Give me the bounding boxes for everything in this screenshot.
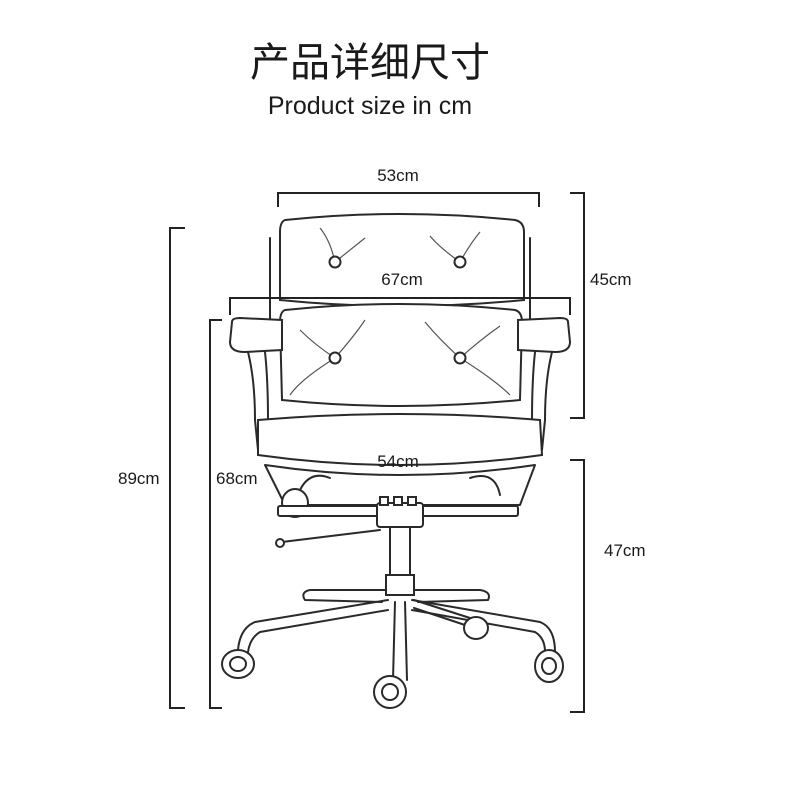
label-total-height: 89cm [118,469,160,488]
chair-base [237,589,556,681]
title-english: Product size in cm [268,92,472,120]
armrest-width-bracket [229,297,571,315]
label-width-top: 53cm [377,166,419,185]
button-upper-left [328,255,342,269]
mechanism-block [376,502,424,528]
label-armrest-width: 67cm [381,270,423,289]
label-seat-side-height: 68cm [216,469,258,488]
title-chinese: 产品详细尺寸 [250,40,490,86]
button-lower-right [453,351,467,365]
upper-back-cushion [279,213,525,307]
seat-height-bracket [570,459,585,713]
total-height-bracket [169,227,185,709]
button-upper-right [453,255,467,269]
label-backrest-height: 45cm [590,270,632,289]
caster-front [373,675,407,709]
seat-cushion [257,413,544,466]
caster-right [534,649,564,683]
label-seat-height: 47cm [604,541,646,560]
caster-back [463,616,489,640]
armrest-left [228,316,283,354]
backrest-height-bracket [570,192,585,419]
label-seat-width: 54cm [377,452,419,471]
caster-left [221,649,255,679]
height-lever [281,529,381,543]
lower-back-cushion [278,303,524,407]
button-lower-left [328,351,342,365]
seat-side-height-bracket [209,319,222,709]
chair-illustration [221,213,572,709]
gas-cylinder [389,526,411,578]
armrest-right [517,316,572,354]
width-top-bracket [277,192,540,207]
